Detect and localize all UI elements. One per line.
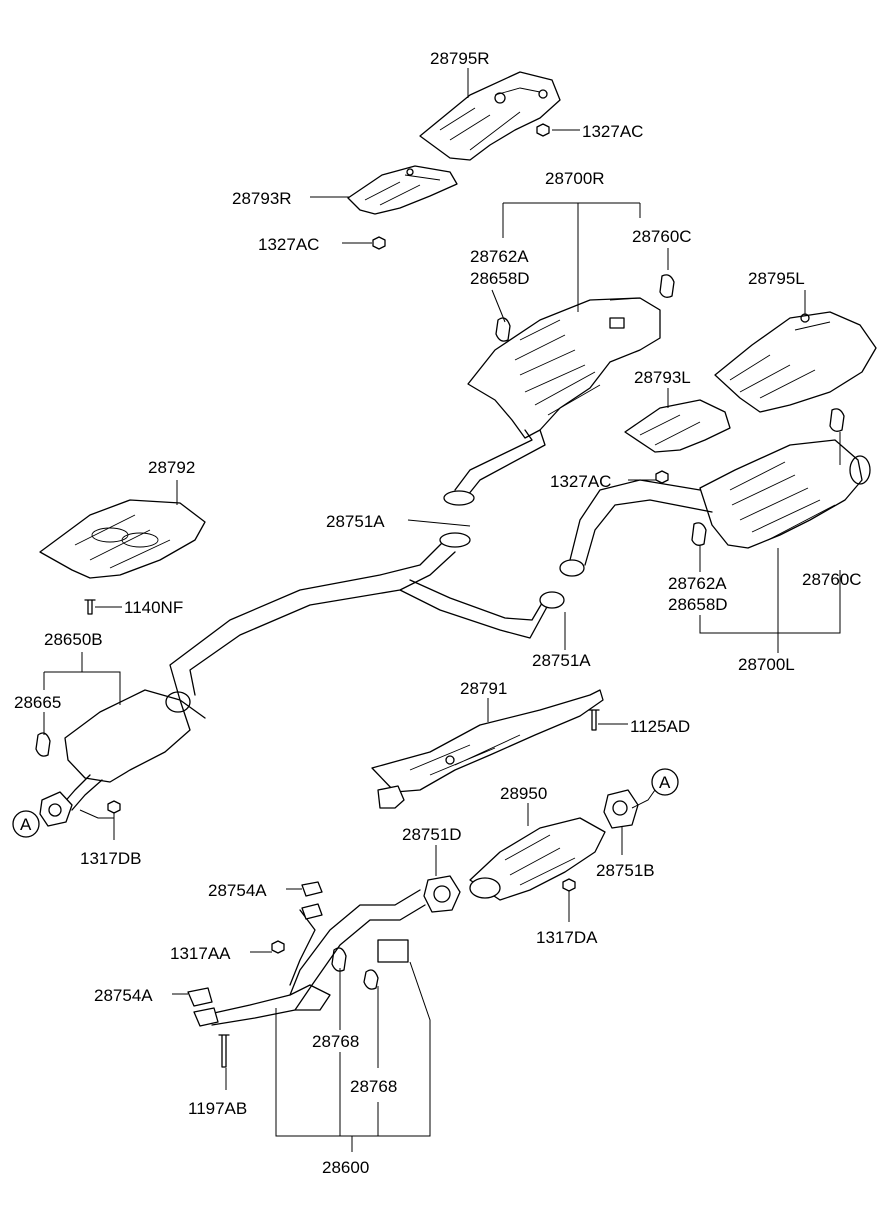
- flange-icon: [39, 791, 73, 827]
- label-1317aa: 1317AA: [170, 944, 231, 963]
- muffler-28700l: [569, 439, 871, 566]
- label-28795r: 28795R: [430, 49, 490, 68]
- label-28658d-r: 28658D: [470, 269, 530, 288]
- label-28795l: 28795L: [748, 269, 805, 288]
- center-muffler-28650b: [61, 689, 191, 811]
- label-1317db: 1317DB: [80, 849, 141, 868]
- hanger-rubber-icon: [35, 732, 51, 757]
- label-28793r: 28793R: [232, 189, 292, 208]
- label-1125ad: 1125AD: [630, 717, 690, 736]
- label-28751a-lower: 28751A: [532, 651, 591, 670]
- heat-shield-28793r: [347, 165, 458, 215]
- label-28658d-l: 28658D: [668, 595, 728, 614]
- label-ref-a-right: A: [659, 773, 671, 792]
- label-28762a-l: 28762A: [668, 574, 727, 593]
- nut-icon: [372, 123, 550, 250]
- label-28751d: 28751D: [402, 825, 462, 844]
- label-ref-a-left: A: [20, 815, 32, 834]
- gasket-icon: [423, 789, 639, 913]
- heat-shield-28795r: [419, 71, 561, 161]
- label-1140nf: 1140NF: [124, 598, 183, 617]
- heat-shield-28793l: [624, 399, 731, 453]
- label-28791: 28791: [460, 679, 507, 698]
- front-pipe-28600: [204, 889, 426, 1026]
- nut-icon: [655, 470, 669, 484]
- bolt-icon: [84, 599, 96, 615]
- nut-icon: [562, 878, 576, 892]
- heat-shield-28791: [371, 689, 604, 793]
- nut-icon: [107, 800, 121, 814]
- gasket-icon: [377, 785, 405, 809]
- label-28600: 28600: [322, 1158, 369, 1177]
- label-28751a-upper: 28751A: [326, 512, 385, 531]
- muffler-28700r: [454, 297, 661, 496]
- hanger-rubber-icon: [363, 969, 379, 990]
- heat-shield-28795l: [714, 311, 877, 413]
- gasket-icon: [439, 490, 585, 609]
- label-28950: 28950: [500, 784, 547, 803]
- label-1327ac-mid: 1327AC: [550, 472, 611, 491]
- stud-icon: [218, 1034, 230, 1068]
- label-28751b: 28751B: [596, 861, 655, 880]
- label-28793l: 28793L: [634, 368, 691, 387]
- leader-lines: [43, 68, 841, 1152]
- label-28665: 28665: [14, 693, 61, 712]
- center-pipe: [169, 539, 549, 719]
- part-labels: 28795R 1327AC 28793R 1327AC 28700R 28762…: [14, 49, 862, 1177]
- label-28760c-r: 28760C: [632, 227, 692, 246]
- label-1317da: 1317DA: [536, 928, 598, 947]
- hanger-rubber-icon: [691, 408, 845, 546]
- label-28762a-r: 28762A: [470, 247, 529, 266]
- label-28650b: 28650B: [44, 630, 103, 649]
- label-28760c-l: 28760C: [802, 570, 862, 589]
- label-28700l: 28700L: [738, 655, 795, 674]
- hanger-rubber-icon: [331, 947, 347, 972]
- label-28792: 28792: [148, 458, 195, 477]
- bolt-icon: [588, 709, 600, 731]
- label-28700r: 28700R: [545, 169, 605, 188]
- catalytic-converter-28950: [469, 817, 606, 901]
- label-28768-first: 28768: [312, 1032, 359, 1051]
- label-1327ac-top: 1327AC: [582, 122, 643, 141]
- reference-a-right-icon: [651, 768, 679, 796]
- label-28768-second: 28768: [350, 1077, 397, 1096]
- gasket-icon: [187, 881, 323, 1027]
- reference-a-left-icon: [12, 810, 40, 838]
- label-28754a-lower: 28754A: [94, 986, 153, 1005]
- nut-icon: [271, 940, 285, 954]
- label-1327ac-second: 1327AC: [258, 235, 319, 254]
- label-28754a-upper: 28754A: [208, 881, 267, 900]
- heat-shield-28792: [39, 499, 206, 579]
- label-1197ab: 1197AB: [188, 1099, 247, 1118]
